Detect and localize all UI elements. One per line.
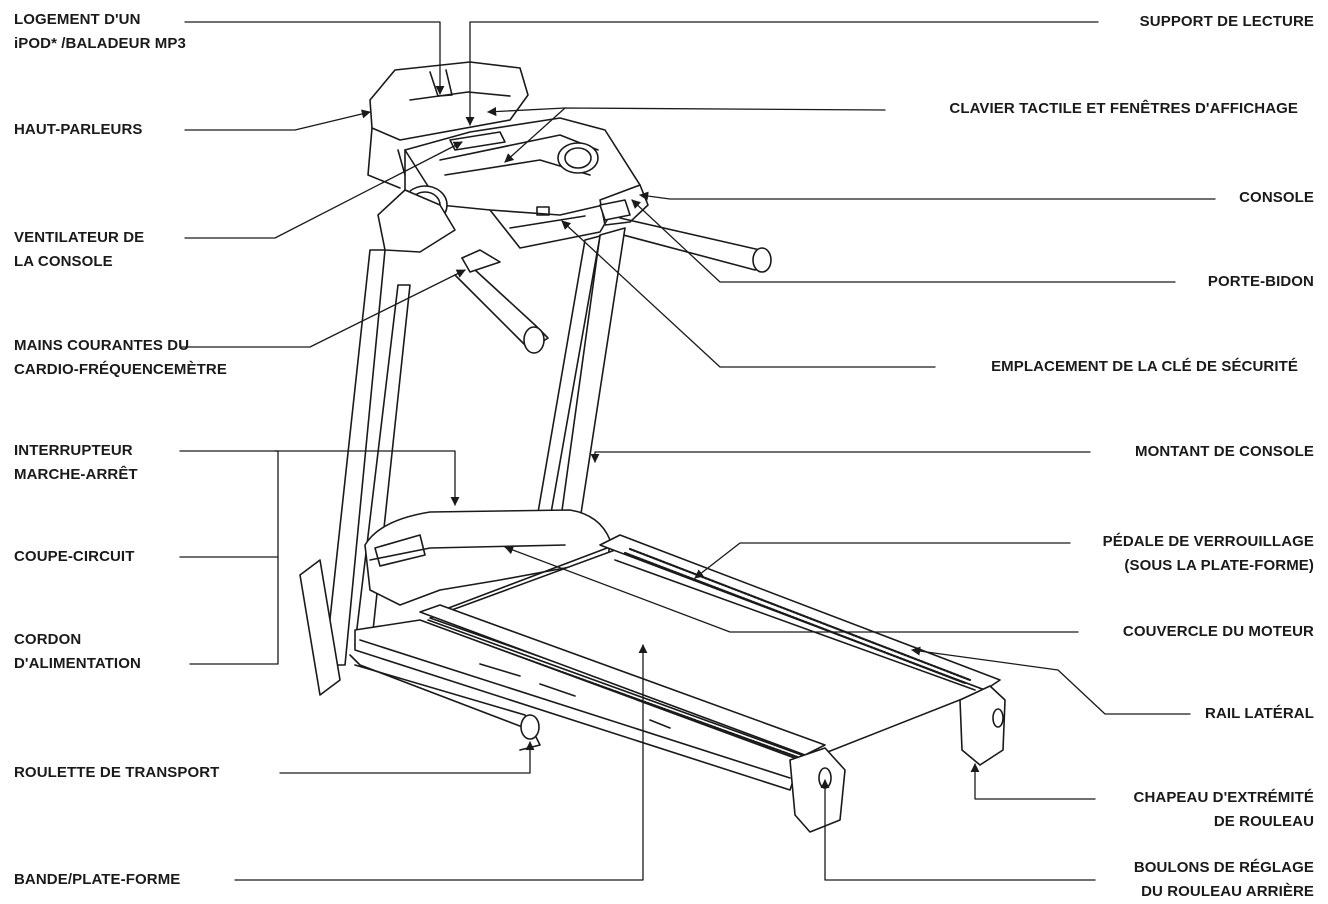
label-side-rail: RAIL LATÉRAL [1205,705,1314,722]
label-lock-pedal: PÉDALE DE VERROUILLAGE(SOUS LA PLATE-FOR… [1102,533,1314,574]
leader-lines [179,21,1216,881]
label-circuit-breaker: COUPE-CIRCUIT [14,548,135,565]
label-transport-wheel: ROULETTE DE TRANSPORT [14,764,220,781]
label-keypad-displays: CLAVIER TACTILE ET FENÊTRES D'AFFICHAGE [949,100,1298,117]
label-reading-rack: SUPPORT DE LECTURE [1139,13,1314,30]
label-console-upright: MONTANT DE CONSOLE [1134,443,1314,460]
label-motor-cover: COUVERCLE DU MOTEUR [1122,623,1314,640]
label-bottle-holder: PORTE-BIDON [1207,273,1314,290]
treadmill-drawing [299,61,1006,833]
label-belt-deck: BANDE/PLATE-FORME [14,871,181,888]
label-safety-key: EMPLACEMENT DE LA CLÉ DE SÉCURITÉ [991,358,1298,375]
label-speakers: HAUT-PARLEURS [14,121,143,138]
label-console: CONSOLE [1239,189,1314,206]
